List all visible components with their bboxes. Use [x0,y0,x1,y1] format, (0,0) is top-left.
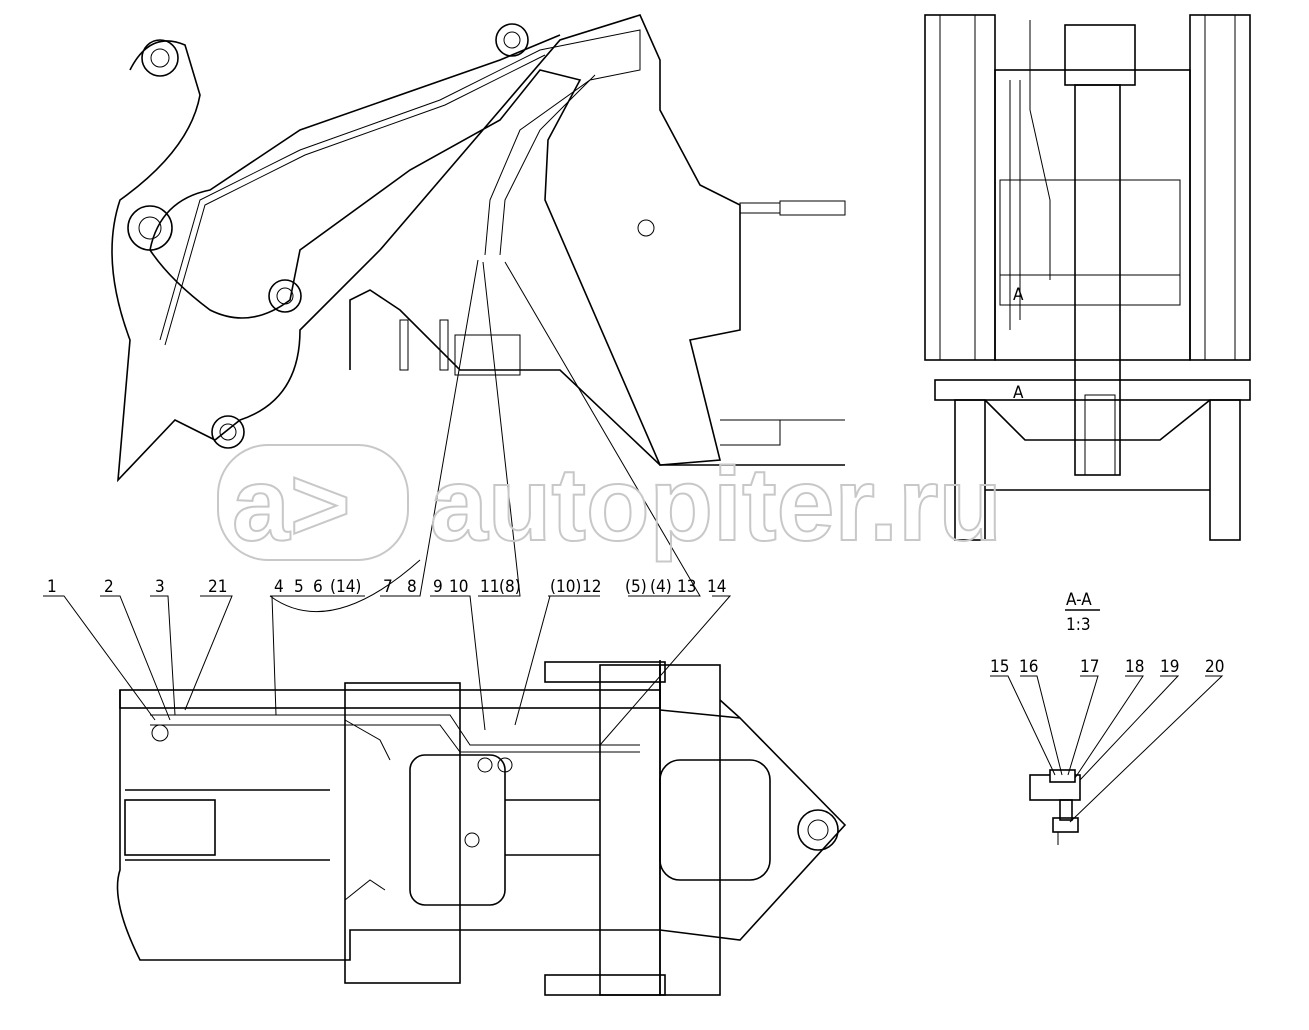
watermark: a> autopiter.ru [217,444,1003,564]
label-19: 19 [1160,657,1179,677]
label-1: 1 [47,577,57,597]
label-3: 3 [155,577,165,597]
label-15: 15 [990,657,1009,677]
section-marker-a-bottom: A [1013,383,1024,403]
label-14-ref: (14) [330,577,361,597]
label-5: 5 [294,577,304,597]
plan-view [116,660,847,996]
label-12: 12 [582,577,601,597]
label-13: 13 [677,577,696,597]
label-10: 10 [449,577,468,597]
label-14: 14 [707,577,726,597]
label-8-ref: (8) [499,577,521,597]
label-11: 11 [480,577,499,597]
front-view: A A [924,14,1251,541]
label-10-ref: (10) [550,577,581,597]
label-21: 21 [208,577,227,597]
label-5-ref: (5) [625,577,647,597]
section-marker-a-top: A [1013,285,1024,305]
label-4: 4 [274,577,284,597]
part-labels: 1 2 3 21 4 5 6 (14) 7 8 9 10 11 (8) (10)… [47,577,1224,677]
watermark-logo-frame [217,444,409,561]
watermark-text: autopiter.ru [430,447,1002,563]
section-scale: 1:3 [1066,615,1091,635]
leader-lines [43,259,1224,823]
section-title: A-A [1066,590,1092,610]
watermark-logo: a> [232,447,351,563]
label-20: 20 [1205,657,1224,677]
label-6: 6 [313,577,323,597]
section-a-a-detail [1029,609,1100,845]
label-17: 17 [1080,657,1099,677]
label-9: 9 [433,577,443,597]
label-18: 18 [1125,657,1144,677]
label-16: 16 [1019,657,1038,677]
side-view-boom [111,14,846,483]
label-8: 8 [407,577,417,597]
label-4-ref: (4) [650,577,672,597]
label-2: 2 [104,577,114,597]
label-7: 7 [383,577,393,597]
